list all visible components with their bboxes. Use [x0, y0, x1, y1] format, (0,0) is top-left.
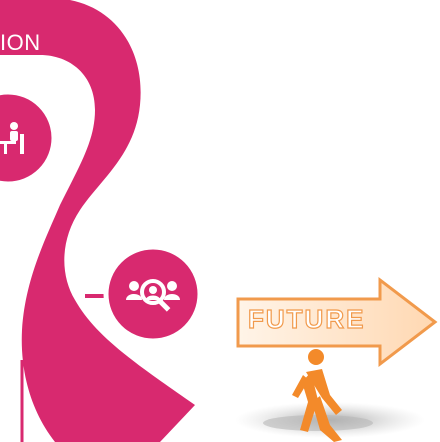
person-at-desk-icon — [0, 122, 24, 154]
top-circle — [0, 89, 57, 187]
ribbon-shape — [0, 0, 195, 442]
future-arrow — [236, 276, 438, 368]
walking-person-icon — [292, 349, 342, 442]
slide-heading: ION — [0, 30, 41, 55]
team-search-icon — [126, 279, 180, 312]
future-label: FUTURE — [247, 303, 366, 334]
